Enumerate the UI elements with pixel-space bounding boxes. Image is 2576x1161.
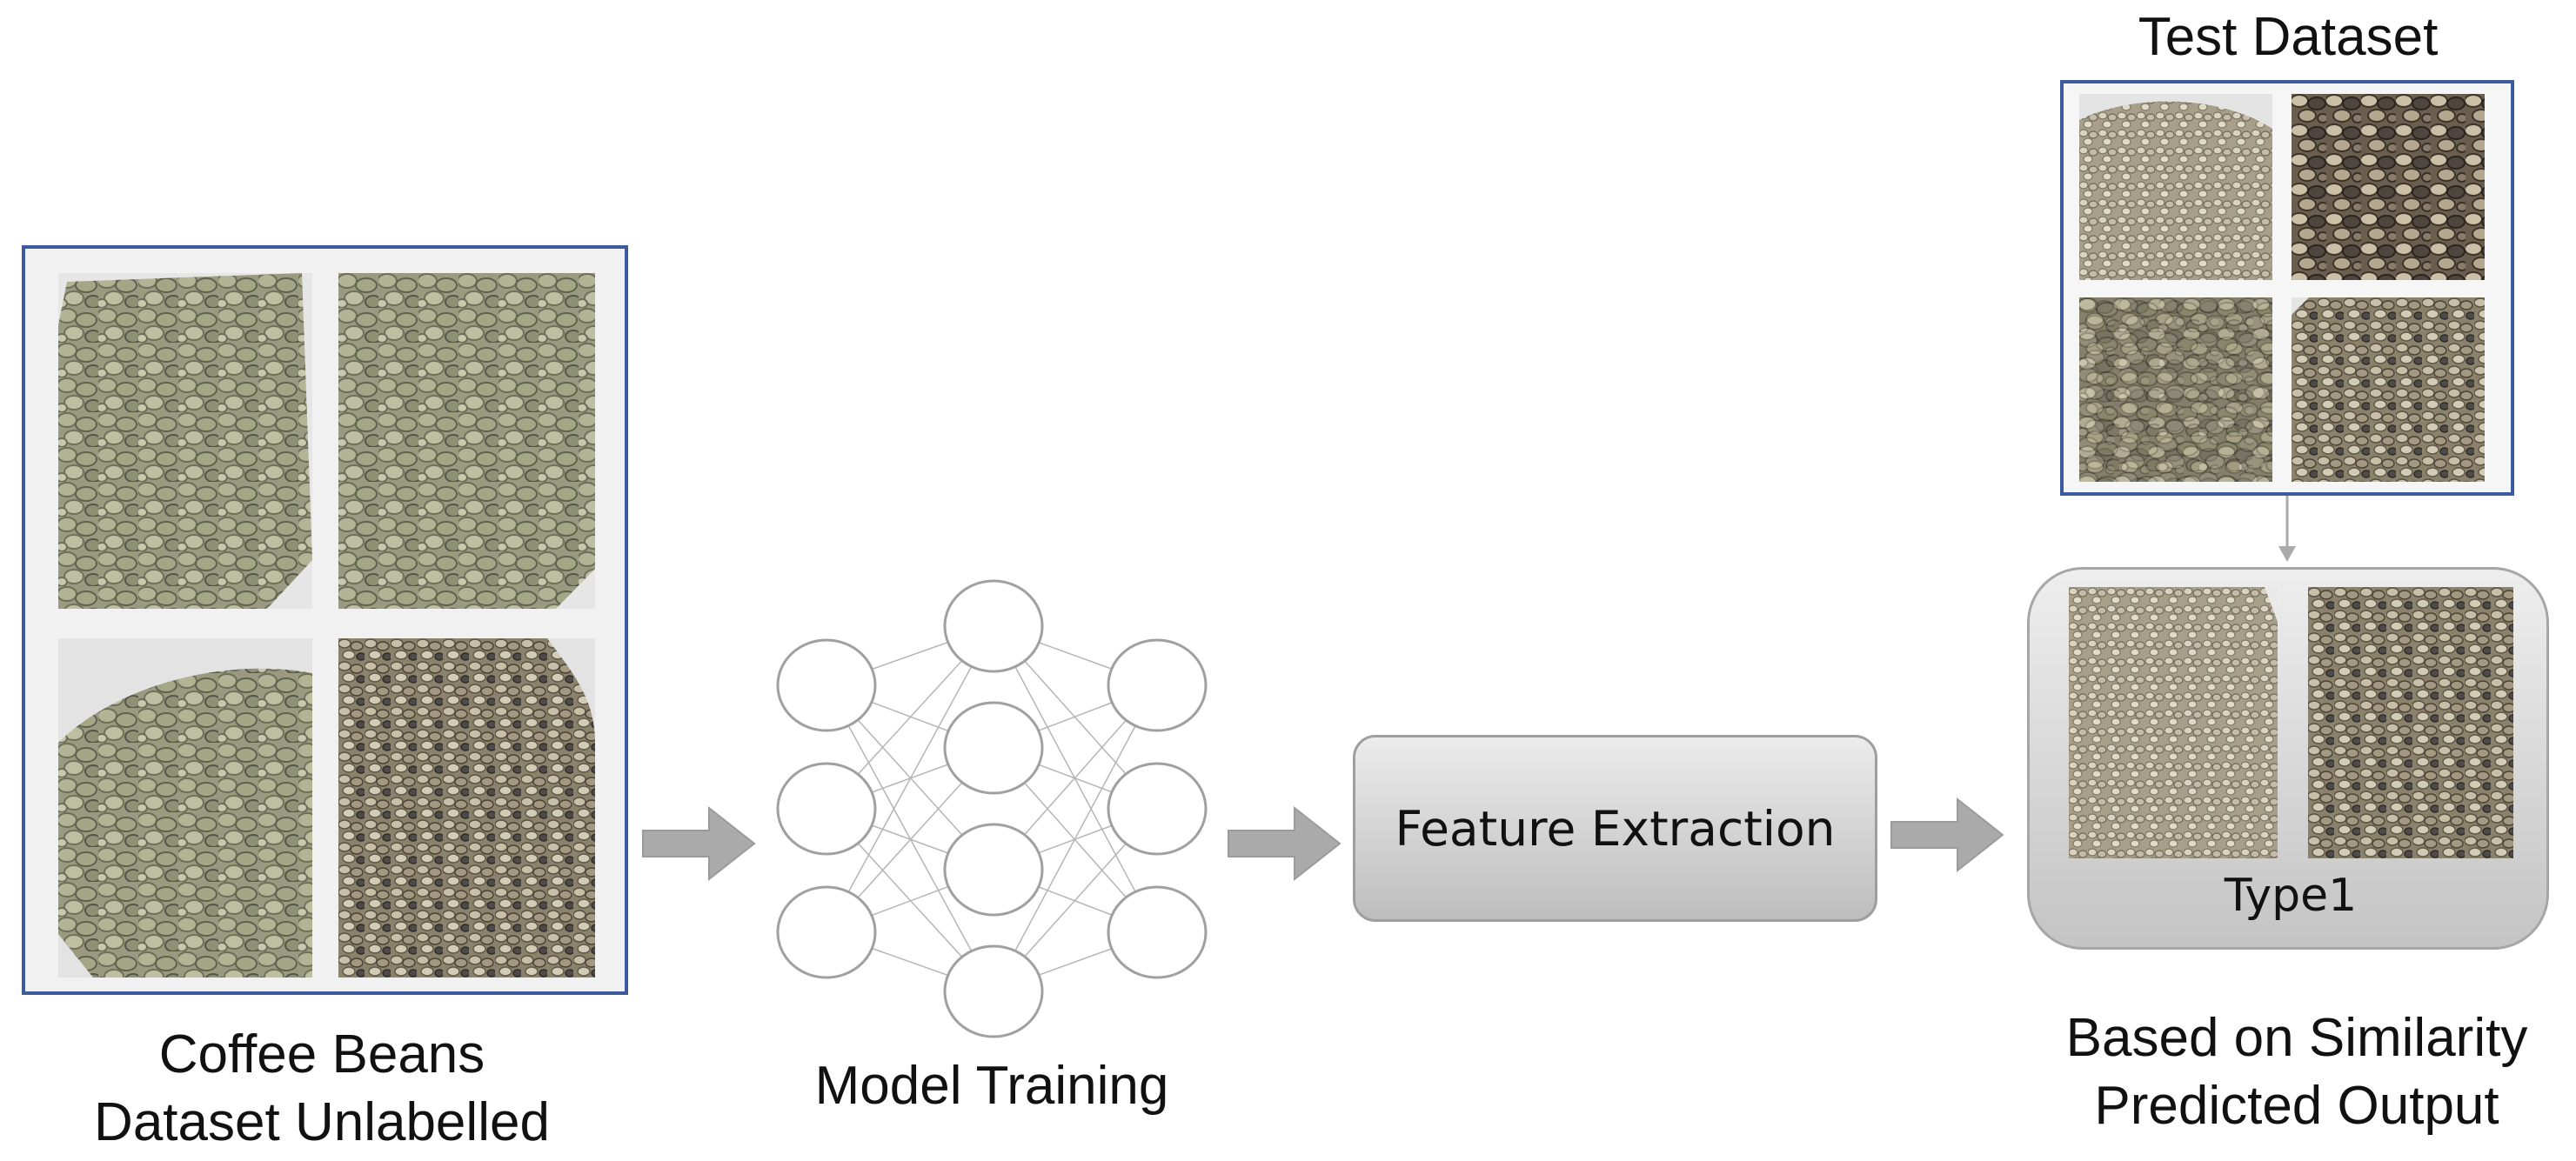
- arrow-features-to-prediction: [1890, 797, 2004, 873]
- network-edge: [826, 625, 994, 933]
- network-node-l3-3: [1107, 885, 1208, 979]
- feature-extraction-label: Feature Extraction: [1395, 800, 1836, 857]
- network-node-l1-1: [776, 638, 877, 732]
- test-dataset-title: Test Dataset: [2138, 7, 2439, 67]
- predicted-image-1: [2069, 587, 2278, 858]
- dataset-image-1: [58, 273, 312, 609]
- test-image-4: [2292, 297, 2485, 482]
- prediction-caption: Based on Similarity Predicted Output: [2027, 1004, 2566, 1140]
- test-image-2: [2292, 94, 2485, 280]
- network-node-l2-1: [943, 579, 1044, 673]
- neural-network-diagram: [776, 579, 1208, 1038]
- prediction-caption-line-1: Based on Similarity: [2065, 1008, 2528, 1068]
- network-edge: [993, 684, 1158, 992]
- predicted-image-2: [2308, 587, 2513, 858]
- test-image-1: [2079, 94, 2272, 280]
- network-edge: [993, 625, 1158, 933]
- dataset-caption-line-2: Dataset Unlabelled: [94, 1092, 550, 1152]
- dataset-caption-line-1: Coffee Beans: [158, 1024, 485, 1084]
- network-node-l2-2: [943, 701, 1044, 795]
- predicted-type-label: Type1: [2224, 870, 2358, 922]
- dataset-frame: [22, 245, 628, 995]
- model-caption: Model Training: [814, 1056, 1169, 1116]
- test-image-3: [2079, 297, 2272, 482]
- prediction-caption-line-2: Predicted Output: [2094, 1076, 2499, 1136]
- dataset-caption: Coffee Beans Dataset Unlabelled: [35, 1021, 609, 1157]
- feature-extraction-box: Feature Extraction: [1353, 735, 1877, 922]
- dataset-image-3: [58, 638, 312, 978]
- arrow-dataset-to-model: [642, 805, 756, 882]
- test-dataset-frame: [2060, 80, 2514, 496]
- arrow-test-to-prediction: [2278, 496, 2296, 562]
- network-node-l2-3: [943, 823, 1044, 917]
- network-node-l1-3: [776, 885, 877, 979]
- network-node-l2-4: [943, 944, 1044, 1038]
- network-node-l1-2: [776, 762, 877, 856]
- network-node-l3-2: [1107, 762, 1208, 856]
- arrow-model-to-features: [1228, 805, 1342, 882]
- dataset-image-4: [338, 638, 595, 978]
- dataset-image-2: [338, 273, 595, 609]
- network-edge: [826, 684, 994, 992]
- network-node-l3-1: [1107, 638, 1208, 732]
- predicted-output-box: Type1: [2027, 567, 2549, 950]
